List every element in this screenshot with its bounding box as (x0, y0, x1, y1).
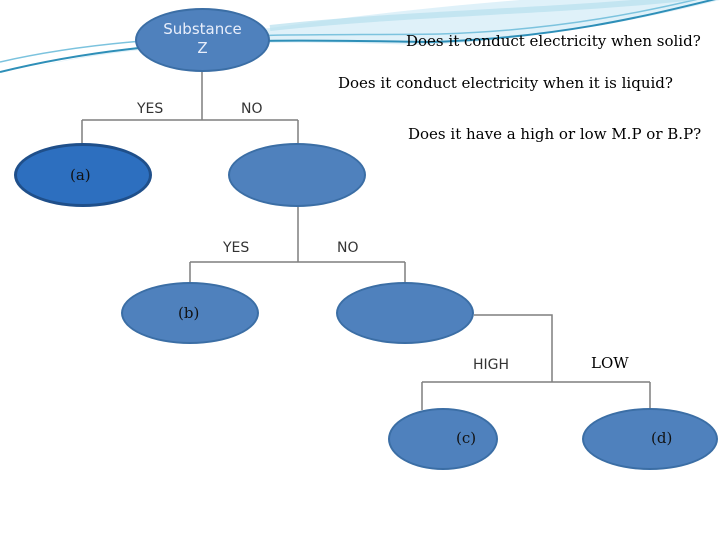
connector-level2 (189, 206, 406, 285)
question-solid: Does it conduct electricity when solid? (406, 32, 701, 50)
node-d (582, 408, 718, 470)
branch-yes-liquid: YES (223, 240, 250, 256)
root-label: Substance Z (135, 20, 270, 58)
swoosh-line-2 (0, 0, 698, 63)
swoosh-band (0, 0, 720, 75)
node-d-label: (d) (651, 429, 673, 447)
question-liquid: Does it conduct electricity when it is l… (338, 74, 673, 92)
branch-no-solid: NO (241, 101, 263, 117)
root-label-line1: Substance (163, 20, 242, 38)
connector-root (81, 70, 299, 155)
node-solid-no (228, 143, 366, 207)
node-a (14, 143, 152, 207)
node-liquid-no (336, 282, 474, 344)
branch-low: LOW (591, 354, 629, 372)
swoosh-line-3 (269, 0, 696, 31)
branch-yes-solid: YES (137, 101, 164, 117)
header-swoosh-decoration (0, 0, 720, 75)
question-melting-point: Does it have a high or low M.P or B.P? (408, 125, 702, 143)
swoosh-line-1 (0, 0, 717, 73)
node-b-label: (b) (178, 304, 200, 322)
node-a-label: (a) (70, 166, 91, 184)
node-b (121, 282, 259, 344)
root-label-line2: Z (197, 39, 208, 57)
connector-level3 (421, 314, 651, 410)
node-root (135, 8, 270, 72)
node-c-label: (c) (456, 429, 477, 447)
branch-high: HIGH (473, 357, 510, 373)
node-c (388, 408, 498, 470)
branch-no-liquid: NO (337, 240, 359, 256)
